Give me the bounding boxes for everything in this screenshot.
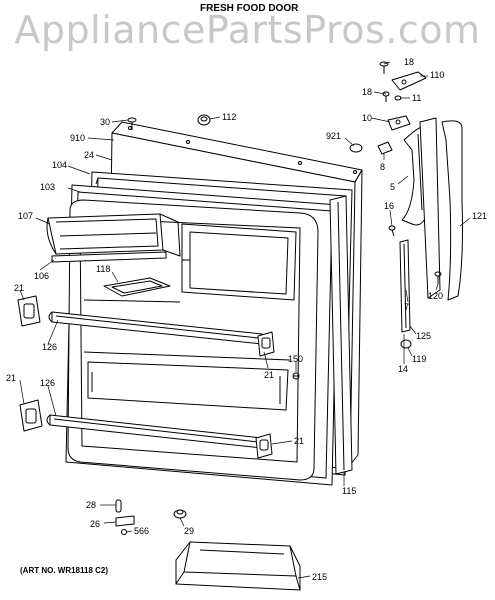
trim-strip-14	[399, 239, 411, 333]
callout-566: 566	[134, 526, 149, 536]
callout-103: 103	[40, 182, 55, 192]
callout-8: 8	[380, 162, 385, 172]
callout-26: 26	[90, 519, 100, 529]
watermark: AppliancePartsPros.com	[14, 8, 481, 52]
callout-28: 28	[86, 500, 96, 510]
bumper-29	[173, 509, 187, 519]
callout-21-lower-right: 21	[294, 436, 304, 446]
callout-921: 921	[326, 131, 341, 141]
callout-118: 118	[96, 264, 110, 274]
leader-lines	[19, 61, 471, 579]
callout-106: 106	[34, 271, 49, 281]
callout-125: 125	[416, 331, 431, 341]
callout-910: 910	[70, 133, 85, 143]
callout-30: 30	[100, 117, 110, 127]
callout-120: 120	[428, 291, 443, 301]
callout-29: 29	[184, 526, 194, 536]
callout-215: 215	[312, 572, 327, 582]
stop-119	[400, 339, 412, 349]
callout-119: 119	[412, 354, 426, 364]
shelf-end-cap	[17, 295, 275, 459]
door-bin-215	[175, 541, 301, 591]
bracket-26	[115, 515, 135, 527]
callout-18-top: 18	[404, 57, 414, 67]
hinge-bracket-10	[387, 115, 411, 131]
diagram-title: FRESH FOOD DOOR	[200, 3, 299, 14]
callout-18-mid: 18	[362, 87, 372, 97]
art-number: (ART NO. WR18118 C2)	[20, 566, 109, 575]
door-shelf-upper	[48, 311, 263, 345]
callout-24: 24	[84, 150, 94, 160]
callout-21-upper-right: 21	[264, 370, 274, 380]
callout-labels: 18 110 18 11 10 921 30 112 910 24 104 10…	[6, 57, 487, 582]
bracket-8	[377, 141, 393, 155]
screw-566	[121, 529, 127, 535]
door-liner	[67, 199, 319, 481]
cap-921	[349, 143, 363, 153]
callout-7: 7	[404, 302, 409, 312]
callout-115: 115	[342, 486, 356, 496]
callout-107: 107	[18, 211, 33, 221]
callout-21-upper-left: 21	[14, 283, 24, 293]
screw-120	[434, 271, 442, 284]
screw-150	[292, 372, 300, 380]
callout-110: 110	[430, 70, 444, 80]
callout-126-upper: 126	[42, 342, 57, 352]
dairy-hinge-bar	[51, 251, 167, 263]
egg-tray	[103, 277, 171, 297]
callout-150: 150	[288, 354, 303, 364]
screw-16	[388, 225, 396, 237]
handle-cover-121	[441, 120, 463, 301]
callout-126-lower: 126	[40, 378, 55, 388]
dairy-compartment-door	[46, 213, 181, 257]
callout-21-lower-left: 21	[6, 373, 16, 383]
side-gasket-strip	[329, 195, 353, 475]
pin-28	[115, 499, 122, 513]
plug-112	[197, 114, 211, 126]
callout-121: 121	[472, 211, 487, 221]
callout-112: 112	[222, 112, 236, 122]
callout-14: 14	[398, 364, 408, 374]
callout-104: 104	[52, 160, 67, 170]
callout-10: 10	[362, 113, 372, 123]
callout-11: 11	[412, 93, 421, 103]
handle-5	[401, 117, 441, 299]
hinge-110	[379, 61, 427, 102]
callout-5: 5	[390, 182, 395, 192]
callout-16: 16	[384, 201, 394, 211]
